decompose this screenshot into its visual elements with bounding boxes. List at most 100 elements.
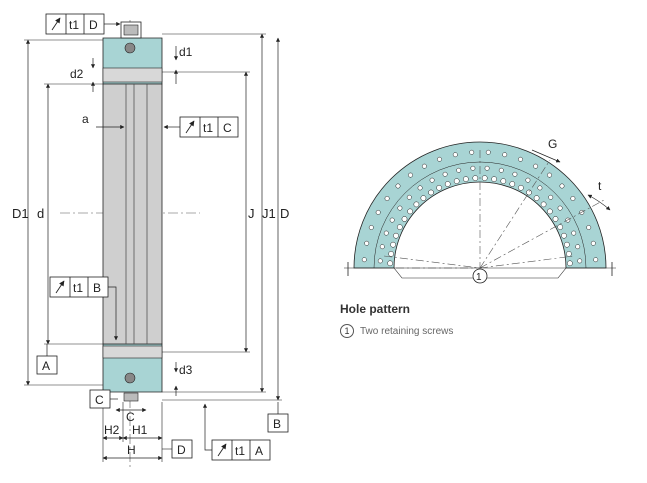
bolt-hole xyxy=(509,181,516,187)
bolt-hole xyxy=(383,230,389,236)
marker-1-circle xyxy=(472,268,488,284)
label-H2: H2 xyxy=(104,423,120,437)
bolt-hole xyxy=(564,241,570,248)
bolt-hole xyxy=(593,257,599,263)
legend-number-badge: 1 xyxy=(340,324,354,338)
bolt-hole xyxy=(452,152,458,158)
label-a: a xyxy=(82,112,89,126)
label-J: J xyxy=(248,206,255,221)
bolt-hole xyxy=(384,196,390,201)
frame-bottom-tol: t1 xyxy=(235,444,245,458)
bolt-hole xyxy=(575,244,581,250)
bolt-hole xyxy=(561,232,567,239)
hole-pattern-ring xyxy=(353,141,607,269)
bolt-hole xyxy=(586,225,592,230)
bolt-hole xyxy=(387,260,393,267)
top-bolt-hole xyxy=(102,67,163,83)
mid-bolt-holes xyxy=(377,165,583,264)
bolt-hole xyxy=(567,260,573,267)
bolt-hole xyxy=(557,205,563,211)
legend-text: Two retaining screws xyxy=(360,325,454,337)
bolt-hole xyxy=(512,171,518,177)
bolt-hole xyxy=(393,232,399,239)
frame-right-tol: t1 xyxy=(203,121,213,135)
bolt-hole xyxy=(525,177,531,183)
label-t: t xyxy=(598,179,602,193)
bottom-bolt-hole xyxy=(102,345,163,359)
bolt-hole xyxy=(571,230,577,236)
bolt-hole xyxy=(395,183,401,189)
bolt-hole xyxy=(526,189,532,196)
bolt-hole xyxy=(491,176,497,182)
svg-text:C: C xyxy=(95,393,104,407)
bolt-hole xyxy=(406,194,412,200)
bolt-hole xyxy=(364,240,370,246)
bolt-hole xyxy=(437,156,442,162)
label-H: H xyxy=(127,443,136,457)
label-C: C xyxy=(126,410,135,424)
marker-1-label: 1 xyxy=(476,272,482,283)
hole-pattern-title: Hole pattern xyxy=(340,302,411,316)
label-d3: d3 xyxy=(179,363,193,377)
bolt-hole xyxy=(420,195,427,201)
bolt-hole xyxy=(533,195,540,201)
bolt-hole xyxy=(379,244,385,250)
bolt-hole xyxy=(456,167,462,173)
frame-left-datum: B xyxy=(93,281,101,295)
bolt-hole xyxy=(401,216,408,222)
bolt-hole xyxy=(397,205,403,211)
label-D: D xyxy=(280,206,289,221)
bolt-hole xyxy=(390,241,396,248)
bolt-hole xyxy=(498,167,504,173)
bolt-hole xyxy=(470,165,476,171)
bolt-hole xyxy=(502,152,508,158)
bolt-hole xyxy=(500,178,507,184)
hole-pattern-view: G t 1 xyxy=(344,137,616,284)
bolt-hole xyxy=(396,224,403,230)
bolt-hole xyxy=(557,224,564,230)
bolt-hole xyxy=(481,175,488,181)
bolt-hole xyxy=(548,194,554,200)
bolt-hole xyxy=(533,163,539,169)
frame-left-tol: t1 xyxy=(73,281,83,295)
bolt-hole xyxy=(444,181,451,187)
label-H1: H1 xyxy=(132,423,148,437)
bolt-hole xyxy=(413,201,420,208)
tolerance-frame-top: t1 D xyxy=(45,13,121,35)
bolt-hole xyxy=(590,240,596,246)
bolt-hole xyxy=(408,172,413,178)
bolt-hole xyxy=(540,201,547,208)
frame-bottom-datum: A xyxy=(255,444,263,458)
bolt-hole xyxy=(375,209,381,215)
tolerance-frame-left: t1 B xyxy=(49,276,119,341)
legend-item: 1 Two retaining screws xyxy=(340,324,453,338)
bolt-hole xyxy=(469,149,475,155)
bolt-hole xyxy=(421,163,427,169)
bolt-hole xyxy=(484,165,490,171)
svg-text:D: D xyxy=(177,443,186,457)
bolt-hole xyxy=(518,156,523,162)
bolt-hole xyxy=(436,184,442,191)
screw-line-right xyxy=(479,255,575,269)
tolerance-frame-right: t1 C xyxy=(163,116,239,138)
label-d1: d1 xyxy=(179,45,193,59)
bottom-roller xyxy=(123,392,139,402)
svg-text:B: B xyxy=(273,417,281,431)
frame-right-datum: C xyxy=(223,121,232,135)
bolt-hole xyxy=(547,208,553,215)
bolt-hole xyxy=(559,183,565,189)
bolt-hole xyxy=(537,185,543,191)
angle-line-t xyxy=(479,199,605,269)
datum-D: D xyxy=(171,439,193,459)
bottom-roller-axial xyxy=(124,372,136,384)
dim-arc-t xyxy=(587,194,611,211)
bolt-hole xyxy=(361,257,367,263)
inner-ring-body xyxy=(102,83,163,345)
bolt-hole xyxy=(368,225,374,230)
angle-line-G xyxy=(479,159,551,269)
datum-B: B xyxy=(267,402,289,433)
svg-text:A: A xyxy=(42,359,50,373)
frame-top-datum: D xyxy=(89,18,98,32)
